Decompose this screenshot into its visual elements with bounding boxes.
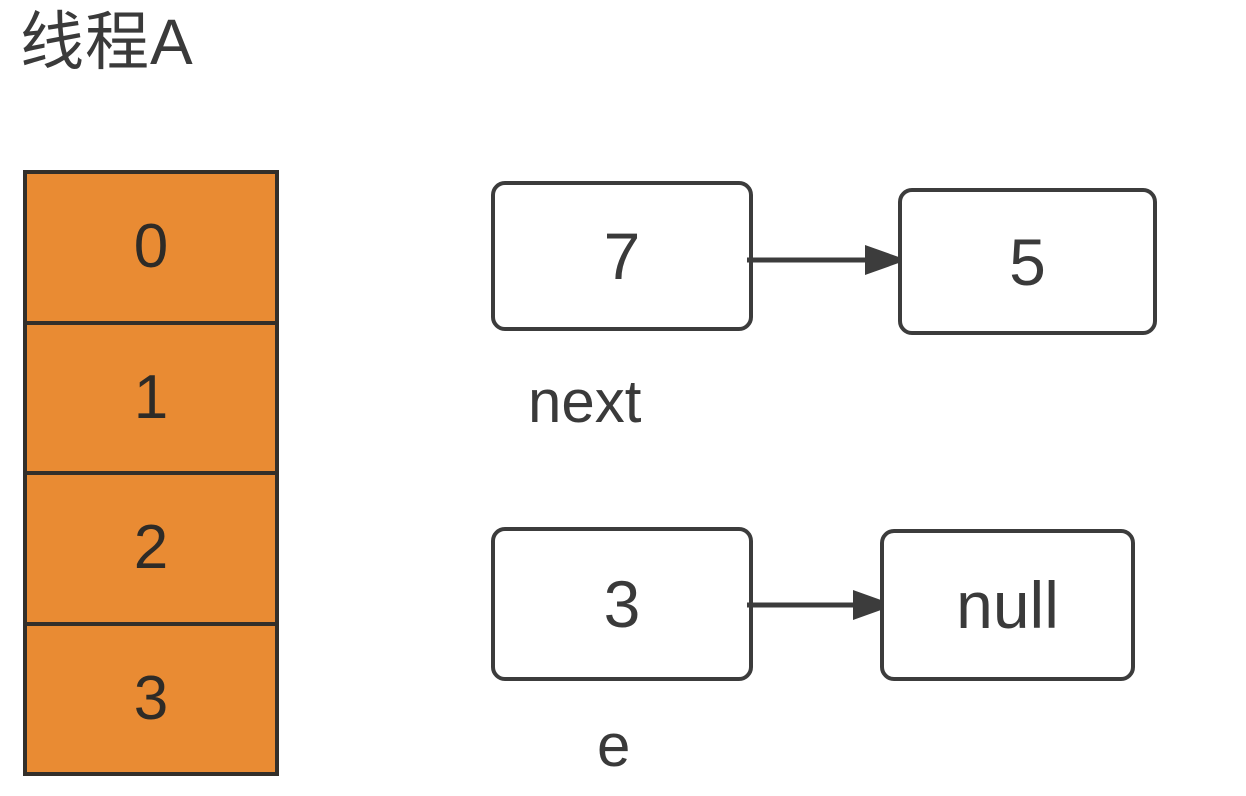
node-value-label: 5 <box>1009 224 1046 299</box>
arrow-right-icon <box>747 243 909 277</box>
pointer-label-e: e <box>597 712 631 779</box>
pointer-label-next: next <box>528 368 642 435</box>
bucket-cell-3: 3 <box>27 625 275 772</box>
page-title: 线程A <box>20 6 194 78</box>
node-value-label: null <box>956 568 1059 642</box>
list-node-null: null <box>880 529 1135 681</box>
bucket-index-label: 2 <box>133 513 169 583</box>
list-node-tail: 5 <box>898 188 1157 335</box>
bucket-cell-0: 0 <box>27 174 275 325</box>
node-value-label: 3 <box>603 567 641 641</box>
node-value-label: 7 <box>603 219 641 293</box>
list-node-head: 3 <box>491 527 753 681</box>
arrow-right-icon <box>747 588 897 622</box>
list-node-head: 7 <box>491 181 753 331</box>
bucket-index-label: 0 <box>133 212 169 282</box>
bucket-cell-2: 2 <box>27 475 275 626</box>
bucket-index-label: 1 <box>133 362 169 432</box>
hash-bucket-array: 0 1 2 3 <box>23 170 279 776</box>
bucket-cell-1: 1 <box>27 324 275 475</box>
bucket-index-label: 3 <box>133 663 169 733</box>
